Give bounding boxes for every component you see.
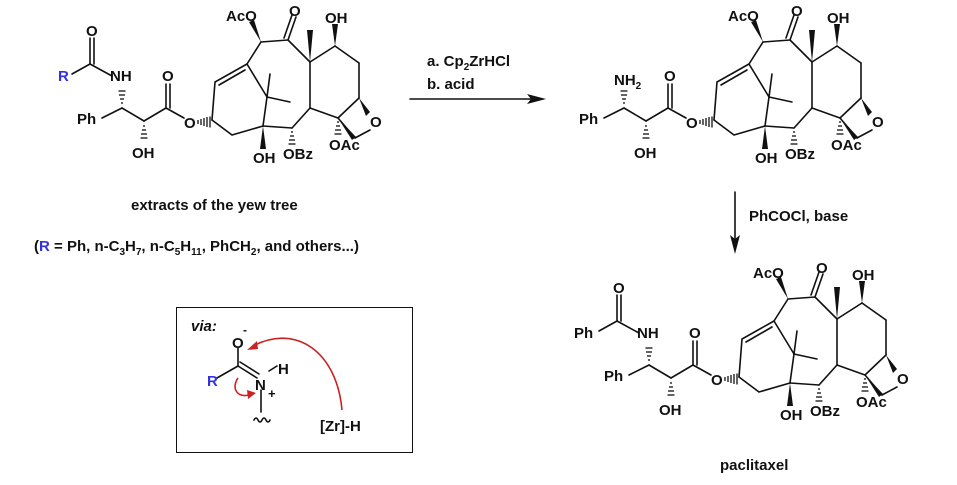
mechanism-r-label: R <box>207 373 218 390</box>
oxetane-oxygen: O <box>897 371 909 388</box>
hydride-arrow-head <box>247 341 258 350</box>
reaction-arrow-step1 <box>409 94 546 104</box>
carbonyl-oxygen: O <box>689 325 701 342</box>
mechanism-nitrogen: N <box>255 377 266 394</box>
plus-charge: + <box>268 386 276 401</box>
paclitaxel-structure: O O OH Ph NH O Ph AcO O OH OH OBz OAc O <box>574 260 909 424</box>
phenyl-label: Ph <box>77 111 96 128</box>
oac-label: OAc <box>329 137 360 154</box>
ketone-oxygen: O <box>816 260 828 277</box>
oh-c1-label: OH <box>780 407 803 424</box>
ketone-oxygen: O <box>791 3 803 20</box>
mechanism-drawing: R O - N + H [Zr]-H <box>207 323 361 435</box>
oh-c1-label: OH <box>253 150 276 167</box>
electron-arrow-head <box>247 390 256 399</box>
oac-label: OAc <box>831 137 862 154</box>
mechanism-title: via: <box>191 318 217 335</box>
reagent-a: a. Cp2ZrHCl <box>427 53 511 73</box>
step2-reagent: PhCOCl, base <box>749 208 849 225</box>
aco-label: AcO <box>226 8 257 25</box>
mechanism-oxygen: O <box>232 335 244 352</box>
zirconium-hydride: [Zr]-H <box>320 418 361 435</box>
wavy-bond <box>253 417 271 423</box>
ketone-oxygen: O <box>289 3 301 20</box>
reagent-b: b. acid <box>427 76 475 93</box>
n-hydrogen: H <box>278 361 289 378</box>
hydride-attack-arrow <box>252 337 343 411</box>
ester-oxygen: O <box>686 115 698 132</box>
intermediate-amine: O O OH Ph NH2 AcO O OH OH OBz OAc O <box>579 3 884 167</box>
hydroxyl-label: OH <box>659 402 682 419</box>
hydroxyl-label: OH <box>634 145 657 162</box>
amide-nh-label: NH <box>110 68 132 85</box>
oac-label: OAc <box>856 394 887 411</box>
mechanism-box: via: R O - N + H [Zr]-H <box>176 307 413 453</box>
amide-nh-label: NH <box>637 325 659 342</box>
carbonyl-oxygen: O <box>162 68 174 85</box>
ester-oxygen: O <box>711 372 723 389</box>
benzoyl-phenyl-label: Ph <box>574 325 593 342</box>
starting-material: O O OH Ph NH O R AcO O OH OH OBz OAc O <box>58 3 382 167</box>
r-group-definition: (R = Ph, n-C3H7, n-C5H11, PhCH2, and oth… <box>34 238 359 258</box>
phenyl-label: Ph <box>604 368 623 385</box>
oh-c1-label: OH <box>755 150 778 167</box>
carbonyl-oxygen: O <box>664 68 676 85</box>
obz-label: OBz <box>785 146 815 163</box>
reaction-arrow-step2 <box>730 191 740 254</box>
obz-label: OBz <box>283 146 313 163</box>
electron-push-arrow <box>234 377 250 397</box>
oxetane-oxygen: O <box>370 114 382 131</box>
starting-material-caption: extracts of the yew tree <box>131 197 298 214</box>
minus-charge: - <box>243 323 247 337</box>
amine-label: NH2 <box>614 72 642 92</box>
ester-oxygen: O <box>184 115 196 132</box>
obz-label: OBz <box>810 403 840 420</box>
product-caption: paclitaxel <box>720 457 789 474</box>
amide-oxygen: O <box>613 280 625 297</box>
phenyl-label: Ph <box>579 111 598 128</box>
r-group-label: R <box>58 68 69 85</box>
aco-label: AcO <box>753 265 784 282</box>
oh-c7-label: OH <box>325 10 348 27</box>
aco-label: AcO <box>728 8 759 25</box>
oh-c7-label: OH <box>852 267 875 284</box>
oh-c7-label: OH <box>827 10 850 27</box>
oxetane-oxygen: O <box>872 114 884 131</box>
hydroxyl-label: OH <box>132 145 155 162</box>
amide-oxygen: O <box>86 23 98 40</box>
step1-reagents: a. Cp2ZrHCl b. acid <box>427 53 510 93</box>
